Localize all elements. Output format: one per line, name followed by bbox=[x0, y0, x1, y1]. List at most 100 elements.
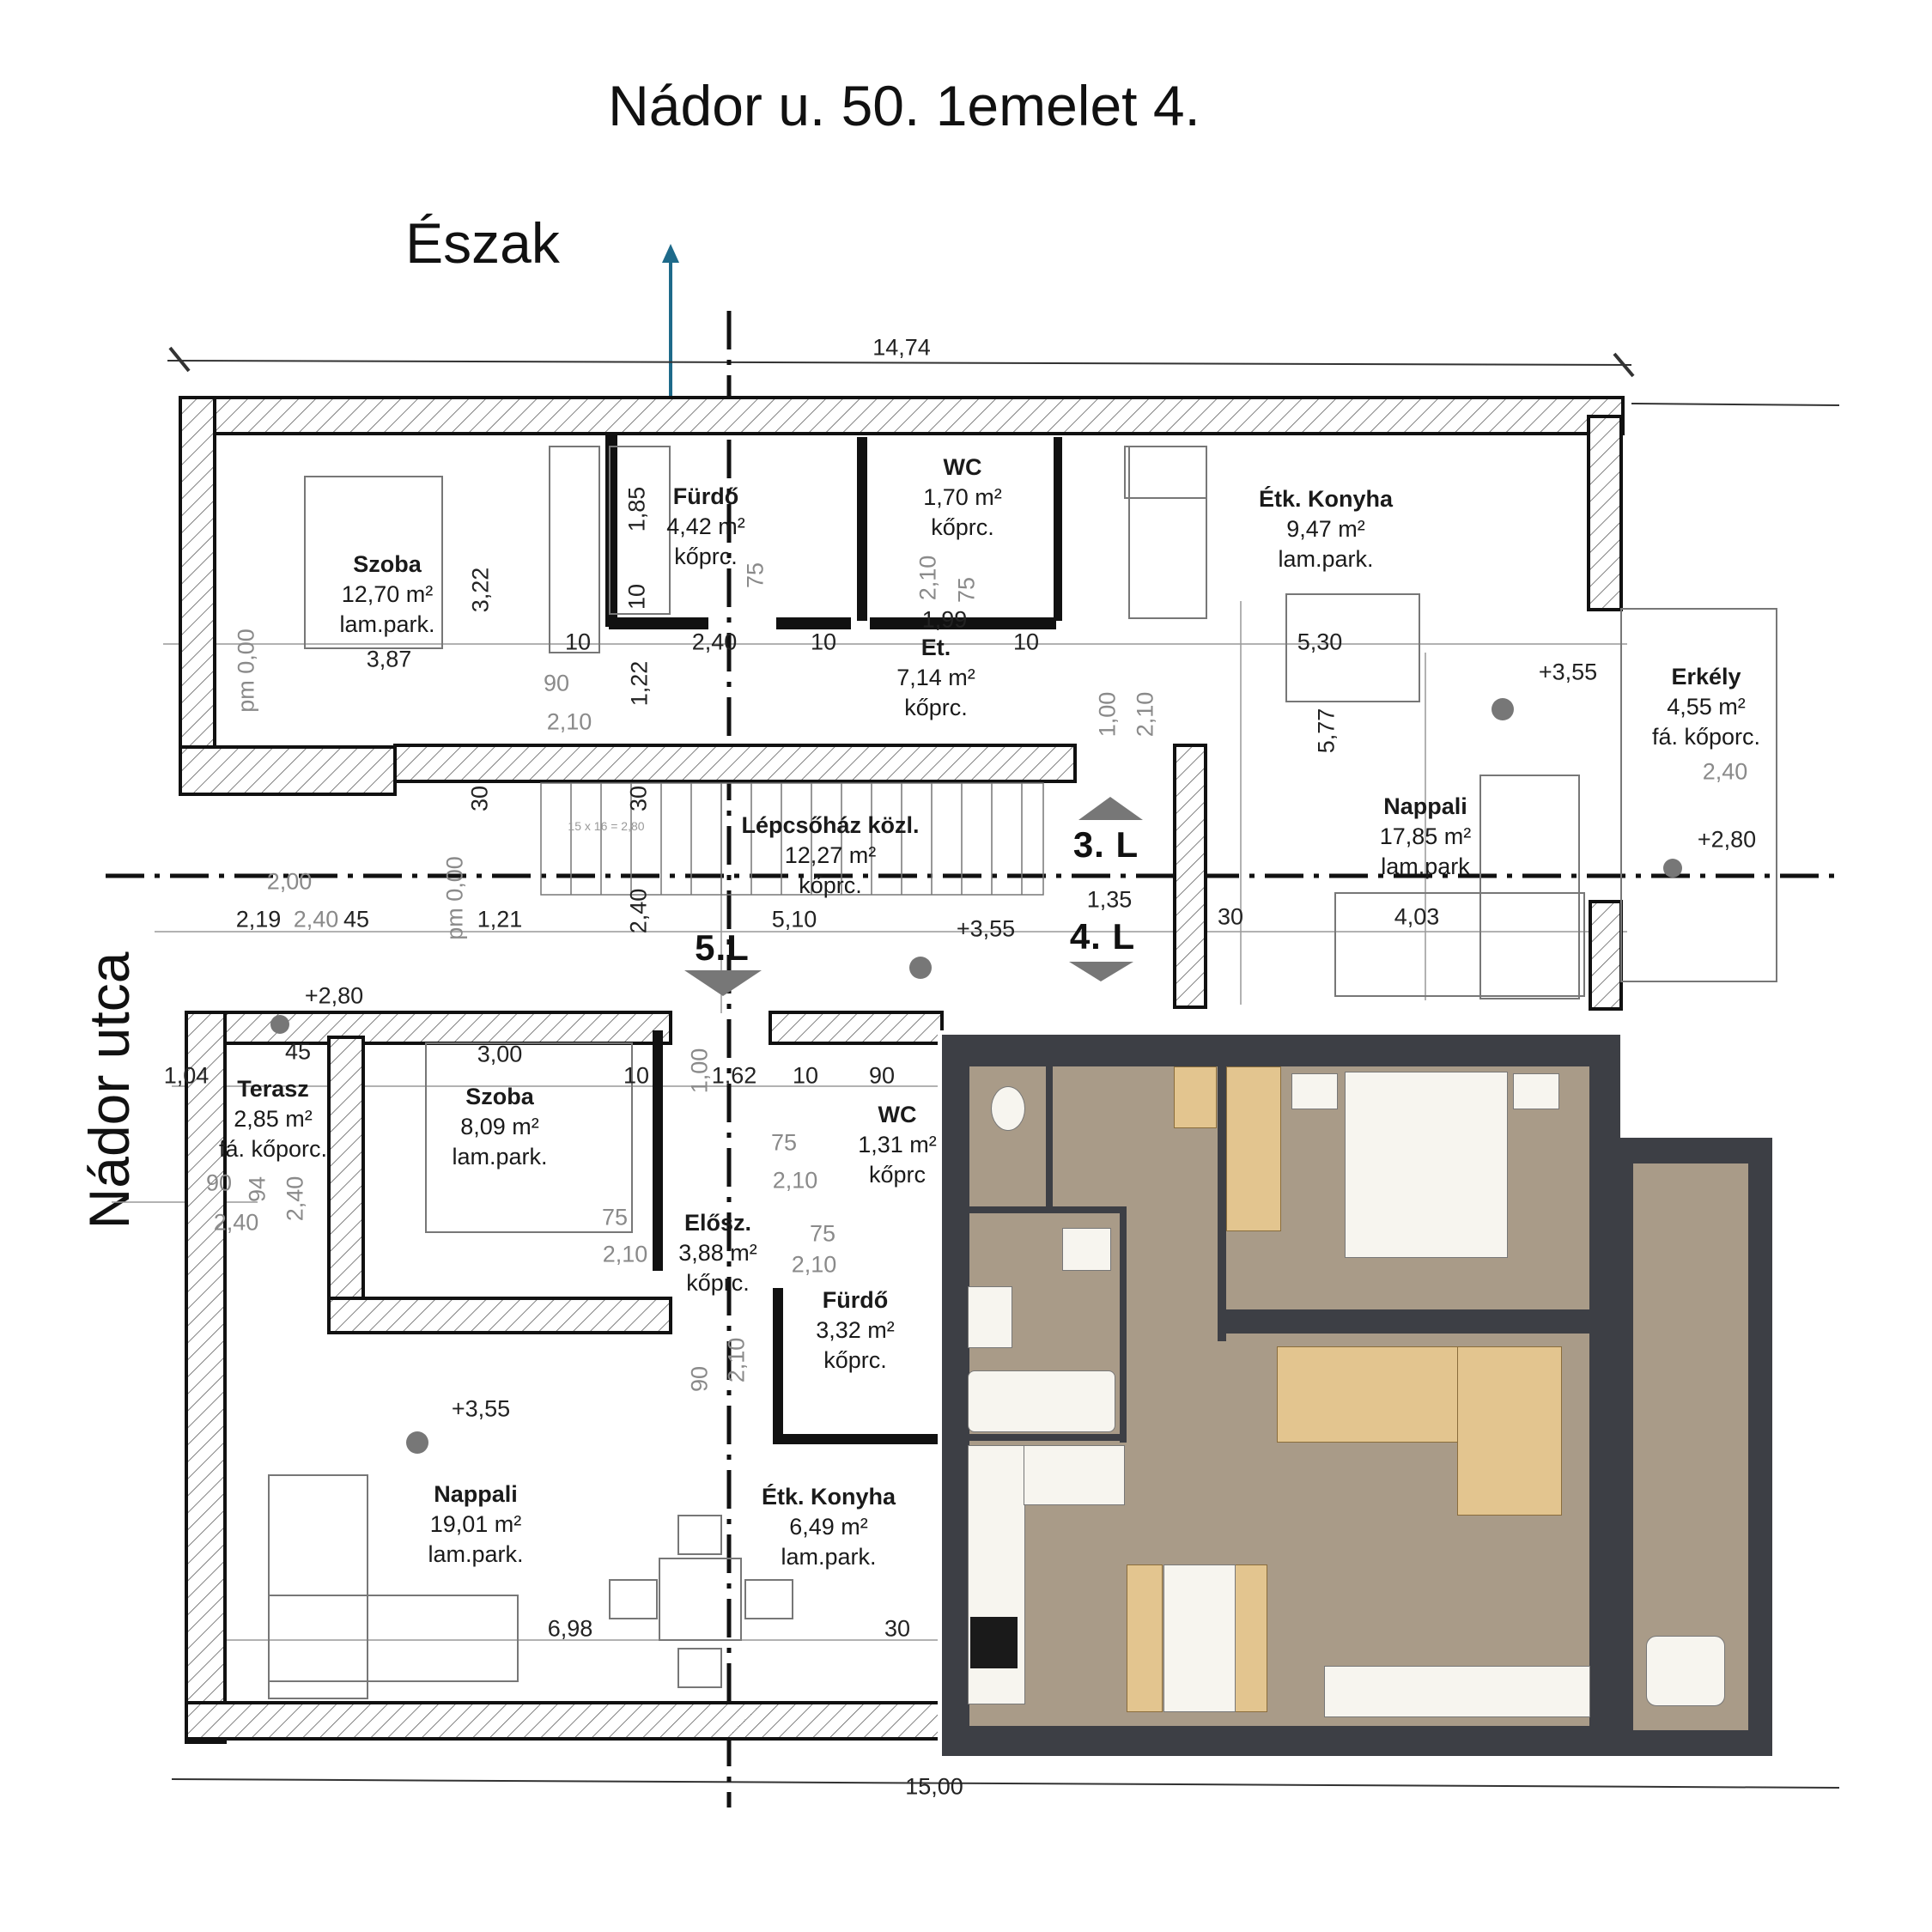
dimension-label: 75 bbox=[742, 562, 769, 589]
room-label: Nappali 19,01 m² lam.park. bbox=[428, 1479, 523, 1570]
room-area: 6,49 m² bbox=[789, 1514, 868, 1540]
dimension-label: 75 bbox=[809, 1220, 836, 1247]
balcony-chair bbox=[1646, 1636, 1725, 1706]
room-area: 12,70 m² bbox=[341, 581, 434, 607]
room-label: Erkély 4,55 m² fá. kőporc. bbox=[1652, 662, 1760, 752]
nightstand bbox=[1291, 1073, 1338, 1109]
stair-down-triangle-icon bbox=[1069, 962, 1133, 981]
room-flooring: lam.park. bbox=[452, 1144, 548, 1170]
room-flooring: kőprc bbox=[868, 1162, 927, 1188]
page-title: Nádor u. 50. 1emelet 4. bbox=[608, 74, 1200, 137]
dimension-label: 1,22 bbox=[626, 660, 653, 707]
room-name: Erkély bbox=[1671, 664, 1741, 690]
dimension-lines bbox=[112, 346, 1840, 1789]
north-arrow-icon bbox=[662, 244, 679, 398]
dimension-label: 10 bbox=[1012, 629, 1040, 655]
dimension-label: 10 bbox=[623, 583, 650, 611]
room-flooring: lam.park. bbox=[1278, 546, 1374, 572]
room-name: Étk. Konyha bbox=[1258, 486, 1394, 512]
dimension-label: 1,21 bbox=[477, 906, 523, 933]
dimension-label: 2,40 bbox=[293, 906, 339, 933]
dimension-label: 6,98 bbox=[547, 1615, 593, 1642]
dimension-label: 90 bbox=[686, 1365, 713, 1393]
room-area: 4,55 m² bbox=[1667, 694, 1746, 720]
dining-chairs bbox=[1127, 1564, 1163, 1712]
dimension-label: pm 0,00 bbox=[233, 629, 259, 713]
room-name: WC bbox=[878, 1102, 917, 1127]
room-flooring: kőprc. bbox=[799, 872, 862, 898]
room-label: Fürdő 3,32 m² kőprc. bbox=[816, 1285, 895, 1376]
dimension-label: 30 bbox=[625, 785, 652, 812]
toilet bbox=[991, 1086, 1025, 1131]
dimension-label: 2,10 bbox=[723, 1337, 750, 1383]
room-area: 8,09 m² bbox=[460, 1114, 539, 1139]
level-label-4: 4. L bbox=[1069, 916, 1136, 957]
dimension-label: 5,30 bbox=[1297, 629, 1343, 655]
room-name: Elősz. bbox=[683, 1210, 752, 1236]
dimension-label: 75 bbox=[953, 576, 980, 604]
washbasin bbox=[968, 1286, 1012, 1348]
dimension-label: 2,10 bbox=[791, 1251, 837, 1278]
shower bbox=[1062, 1228, 1111, 1271]
dimension-label: 5,77 bbox=[1313, 708, 1340, 754]
dimension-label: 3,87 bbox=[366, 646, 412, 672]
partition-walls bbox=[605, 434, 1062, 1444]
room-flooring: lam.park bbox=[1381, 854, 1470, 879]
tv-unit bbox=[1324, 1666, 1590, 1717]
dimension-label: 2,10 bbox=[602, 1241, 648, 1267]
stair-note: 15 x 16 = 2,80 bbox=[568, 819, 645, 833]
room-name: Terasz bbox=[237, 1076, 309, 1102]
dimension-label: 2,40 bbox=[282, 1176, 308, 1222]
room-name: Fürdő bbox=[672, 483, 739, 509]
dimension-label: 2,19 bbox=[235, 906, 282, 933]
room-name: Fürdő bbox=[822, 1287, 889, 1313]
dimension-label: 2,40 bbox=[213, 1209, 259, 1236]
dimension-label: 2,10 bbox=[772, 1167, 818, 1194]
room-area: 1,70 m² bbox=[923, 484, 1002, 510]
dimension-label: 30 bbox=[884, 1615, 911, 1642]
dimension-label: 3,00 bbox=[477, 1041, 523, 1067]
dimension-label: 45 bbox=[284, 1038, 312, 1065]
room-flooring: fá. kőporc. bbox=[1651, 724, 1761, 750]
dimension-label: 30 bbox=[1217, 903, 1244, 930]
dimension-label: +3,55 bbox=[451, 1395, 511, 1422]
dimension-label: 2,40 bbox=[1702, 758, 1748, 785]
dimension-label: 15,00 bbox=[905, 1773, 963, 1800]
room-flooring: lam.park. bbox=[781, 1544, 877, 1570]
room-flooring: kőprc. bbox=[686, 1270, 750, 1296]
room-area: 3,32 m² bbox=[816, 1317, 895, 1343]
room-name: WC bbox=[943, 454, 982, 480]
dimension-label: 2,40 bbox=[625, 888, 652, 934]
room-label: Szoba 12,70 m² lam.park. bbox=[339, 550, 434, 640]
room-name: Szoba bbox=[353, 551, 422, 577]
room-area: 19,01 m² bbox=[429, 1511, 522, 1537]
furniture-outlines bbox=[268, 446, 1585, 1699]
room-flooring: lam.park. bbox=[339, 611, 435, 637]
room-flooring: kőprc. bbox=[823, 1347, 887, 1373]
dimension-label: 14,74 bbox=[872, 334, 931, 361]
bed bbox=[1345, 1072, 1508, 1258]
dimension-label: +3,55 bbox=[956, 915, 1016, 942]
room-flooring: lam.park. bbox=[428, 1541, 524, 1567]
dimension-label: 1,35 bbox=[1086, 886, 1133, 913]
dimension-label: 90 bbox=[543, 670, 570, 696]
bathtub bbox=[968, 1370, 1115, 1432]
level-spot-markers bbox=[270, 698, 1682, 1454]
desk bbox=[1174, 1066, 1217, 1128]
sofa-chaise bbox=[1457, 1346, 1562, 1516]
dimension-label: 1,04 bbox=[163, 1062, 210, 1089]
dimension-label: 1,00 bbox=[686, 1048, 713, 1094]
dimension-label: 75 bbox=[601, 1204, 629, 1230]
dimension-label: 10 bbox=[792, 1062, 819, 1089]
room-name: Nappali bbox=[434, 1481, 518, 1507]
walls bbox=[179, 396, 1777, 1744]
dimension-label: +2,80 bbox=[304, 982, 364, 1009]
room-name: Et. bbox=[920, 635, 951, 660]
dimension-label: 5,10 bbox=[771, 906, 817, 933]
